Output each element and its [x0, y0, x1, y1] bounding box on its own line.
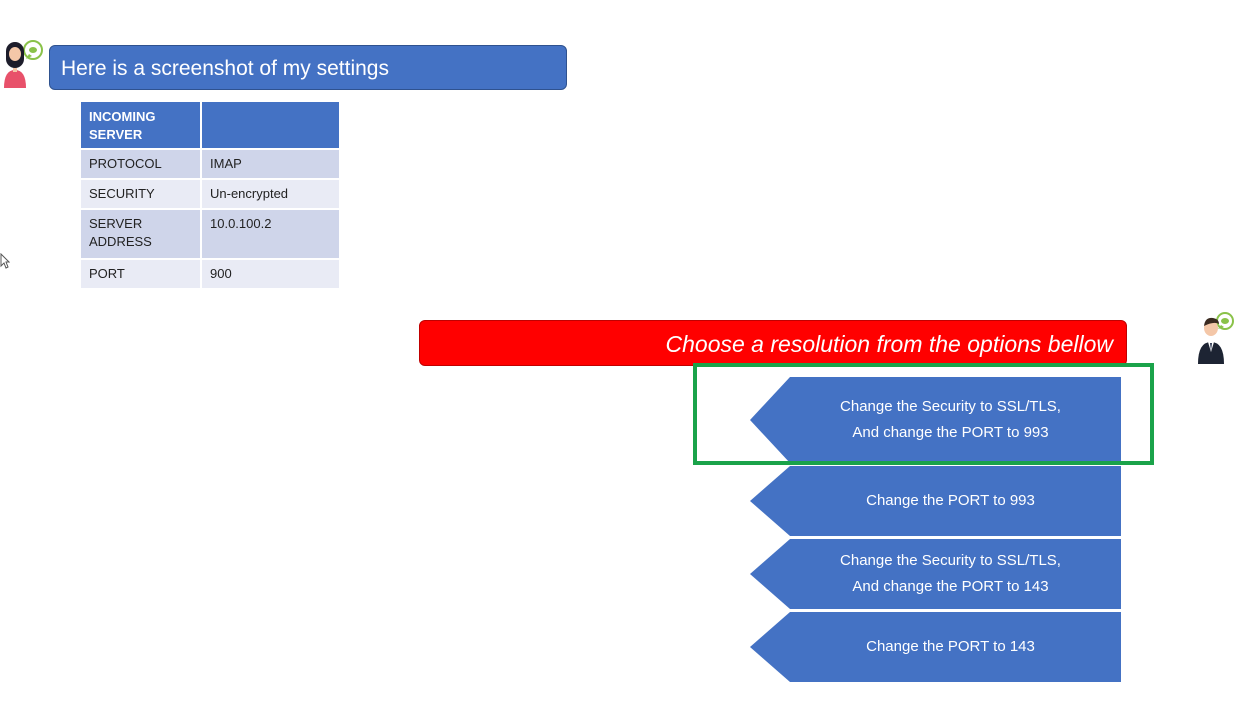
option-line: Change the PORT to 143: [866, 638, 1035, 655]
table-cell-value: 900: [202, 260, 339, 288]
resolution-option-3[interactable]: Change the Security to SSL/TLS, And chan…: [750, 539, 1121, 609]
table-header-cell: INCOMING SERVER: [81, 102, 200, 148]
table-header-cell: [202, 102, 339, 148]
table-header-row: INCOMING SERVER: [81, 102, 339, 148]
option-line: And change the PORT to 993: [852, 424, 1049, 441]
table-cell-value: Un-encrypted: [202, 180, 339, 208]
resolution-option-2[interactable]: Change the PORT to 993: [750, 466, 1121, 536]
table-row: PROTOCOL IMAP: [81, 150, 339, 178]
user-message-text: Here is a screenshot of my settings: [61, 57, 389, 80]
mouse-cursor-icon: [0, 253, 10, 269]
table-row: SECURITY Un-encrypted: [81, 180, 339, 208]
option-line: Change the PORT to 993: [866, 492, 1035, 509]
resolution-option-1[interactable]: Change the Security to SSL/TLS, And chan…: [750, 377, 1121, 463]
woman-avatar-icon: [4, 40, 43, 88]
table-cell-value: 10.0.100.2: [202, 210, 339, 258]
option-line: And change the PORT to 143: [852, 578, 1049, 595]
agent-prompt-text: Choose a resolution from the options bel…: [665, 331, 1113, 357]
table-cell-key: SECURITY: [81, 180, 200, 208]
resolution-option-4[interactable]: Change the PORT to 143: [750, 612, 1121, 682]
option-line: Change the Security to SSL/TLS,: [840, 552, 1061, 569]
table-cell-value: IMAP: [202, 150, 339, 178]
table-cell-key: PORT: [81, 260, 200, 288]
agent-prompt-bubble: Choose a resolution from the options bel…: [419, 320, 1127, 366]
table-cell-key: PROTOCOL: [81, 150, 200, 178]
table-row: PORT 900: [81, 260, 339, 288]
man-avatar-icon: [1198, 312, 1234, 364]
settings-table: INCOMING SERVER PROTOCOL IMAP SECURITY U…: [79, 100, 341, 290]
table-cell-key: SERVER ADDRESS: [81, 210, 200, 258]
table-row: SERVER ADDRESS 10.0.100.2: [81, 210, 339, 258]
option-line: Change the Security to SSL/TLS,: [840, 398, 1061, 415]
user-message-bubble: Here is a screenshot of my settings: [49, 45, 567, 90]
